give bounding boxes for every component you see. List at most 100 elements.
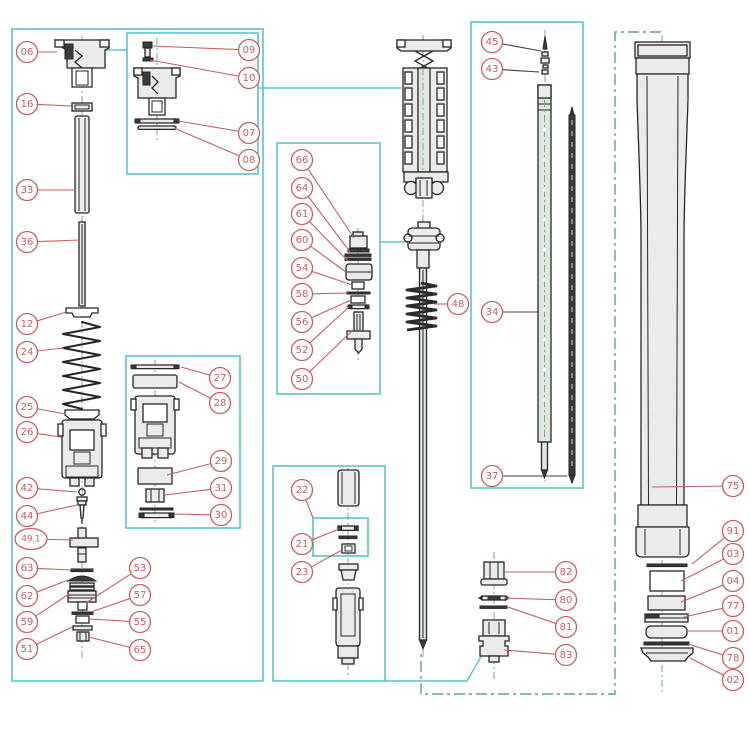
callout-circle-66 [290,148,314,172]
callout-circle-08 [237,148,261,172]
callout-label-01: 01 [727,626,740,637]
callout-61: 61 [290,202,349,262]
callout-circle-44 [15,504,39,528]
callout-28: 28 [178,381,232,415]
callout-label-29: 29 [215,456,228,467]
callout-label-36: 36 [21,237,34,248]
callout-circle-42 [15,476,39,500]
callout-53: 53 [85,556,152,604]
part-lock-ring [71,102,93,112]
inset-frames [11,21,584,682]
callout-01: 01 [686,619,745,643]
part-washer-07 [134,118,180,124]
callout-08: 08 [173,127,261,172]
callout-label-26: 26 [21,427,34,438]
part-pushrod [416,249,430,651]
callout-circle-55 [128,610,152,634]
part-bushing-03 [649,570,685,592]
callout-circle-45 [480,30,504,54]
callout-label-75: 75 [727,481,740,492]
callout-52: 52 [290,306,350,362]
callout-label-45: 45 [486,37,499,48]
part-bolt-50 [346,311,371,354]
callout-49.1: 49.1 [14,527,74,551]
part-rod-37 [568,106,576,485]
part-small-oring [78,488,86,496]
callout-label-50: 50 [296,374,309,385]
part-washer-10 [142,57,154,62]
part-cartridge-body [57,419,107,487]
inset-cartridge-detail-frame [125,355,241,529]
callout-circle-50 [290,367,314,391]
callout-label-60: 60 [296,235,309,246]
leader-line-24 [37,347,65,352]
leader-line-54 [311,270,353,286]
leader-line-23 [310,549,343,568]
callout-22: 22 [290,478,314,519]
callout-label-58: 58 [296,289,309,300]
callout-circle-31 [209,476,233,500]
connector-lowerbox-to-fitting [385,652,484,682]
callout-label-33: 33 [21,185,34,196]
callout-16: 16 [15,92,72,116]
part-piston-59 [67,590,97,603]
callout-label-22: 22 [296,485,309,496]
part-nut-31 [145,488,165,503]
callout-label-37: 37 [486,471,499,482]
callout-60: 60 [290,228,347,273]
part-cone-stack-62 [66,575,98,591]
leader-line-49.1 [46,538,74,541]
callout-circle-53 [128,556,152,580]
leader-line-36 [37,239,81,243]
callout-59: 59 [15,593,70,634]
callout-circle-77 [721,594,745,618]
part-needle-45 [540,35,550,75]
leader-line-59 [35,593,70,617]
leader-line-44 [37,504,78,515]
callout-label-34: 34 [486,307,499,318]
callout-label-48: 48 [452,299,465,310]
callout-56: 56 [290,299,352,334]
part-rod-34 [537,84,552,480]
callout-circle-80 [554,588,578,612]
callout-circle-37 [480,464,504,488]
part-mid-valve [403,221,445,251]
leader-line-16 [37,103,72,107]
callout-43: 43 [480,57,540,81]
leader-line-21 [311,528,340,541]
callout-65: 65 [88,636,152,662]
callout-label-66: 66 [296,155,309,166]
leader-line-45 [502,43,542,52]
callout-02: 02 [689,657,745,692]
callout-circle-83 [554,643,578,667]
callout-label-78: 78 [727,653,740,664]
leader-line-43 [502,69,540,73]
part-spring-seat-lower [64,409,100,420]
callout-77: 77 [683,594,745,618]
callout-34: 34 [480,300,539,324]
callout-circle-12 [15,312,39,336]
callout-circle-36 [15,230,39,254]
callout-circle-28 [208,391,232,415]
leader-line-55 [89,618,130,622]
callout-circle-25 [15,395,39,419]
callout-48: 48 [434,292,470,316]
leader-line-29 [166,463,211,476]
callout-circle-34 [480,300,504,324]
callout-label-62: 62 [21,591,34,602]
part-bushing-04 [647,595,686,611]
part-washer-77 [644,613,689,623]
part-nut-66 [347,231,370,253]
callout-label-81: 81 [560,622,573,633]
callout-label-24: 24 [21,347,34,358]
callout-label-80: 80 [560,595,573,606]
callout-label-10: 10 [243,73,256,84]
callout-label-23: 23 [296,567,309,578]
callout-label-43: 43 [486,64,499,75]
part-pin-80 [478,595,510,601]
callout-54: 54 [290,256,353,286]
callout-50: 50 [290,329,354,391]
callout-26: 26 [15,420,62,444]
